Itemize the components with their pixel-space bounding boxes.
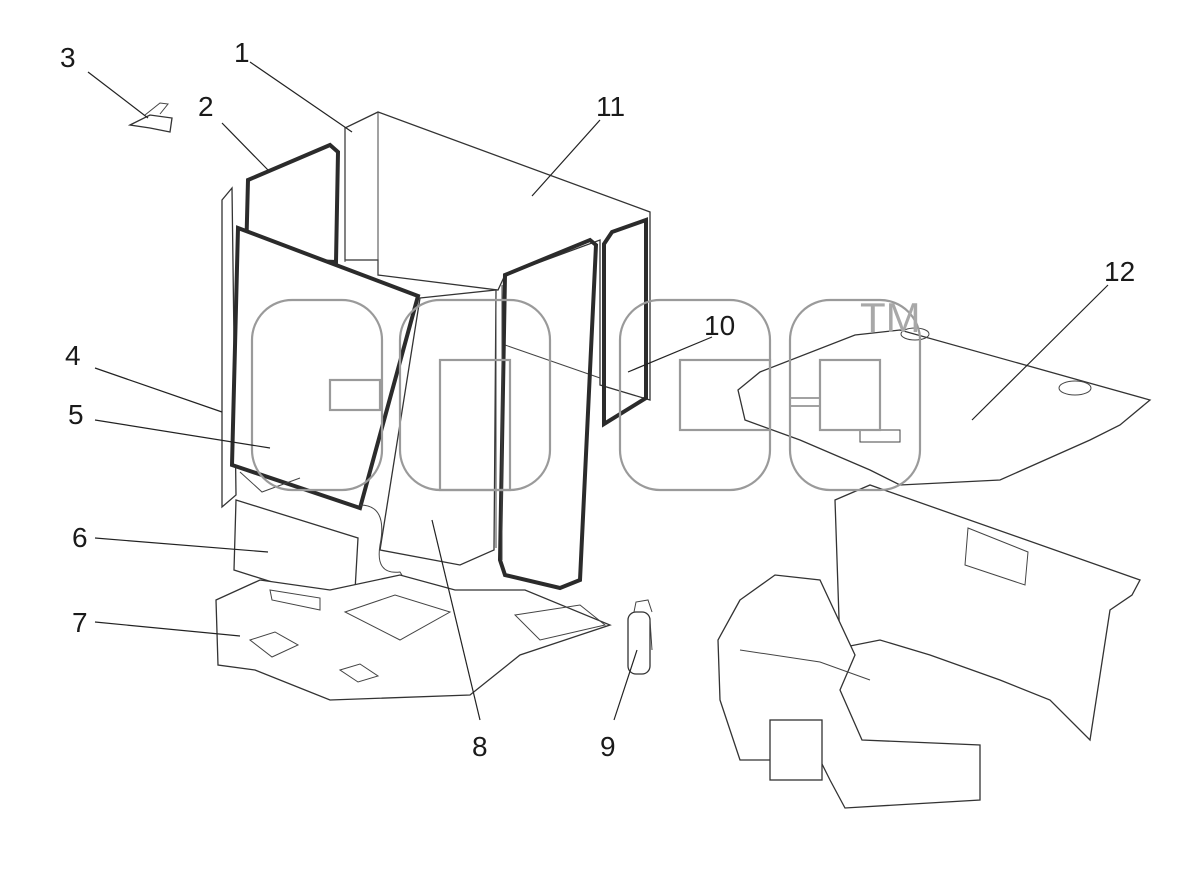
roof-panel: [737, 327, 1152, 486]
watermark-trademark: TM: [860, 294, 921, 341]
callout-6: 6: [72, 522, 88, 553]
callout-12: 12: [1104, 256, 1135, 287]
cab-shell: [344, 111, 651, 428]
callout-7: 7: [72, 607, 88, 638]
callout-10: 10: [704, 310, 735, 341]
callout-3: 3: [60, 42, 76, 73]
fire-extinguisher: [627, 599, 653, 675]
callout-8: 8: [472, 731, 488, 762]
hose-tube: [359, 504, 406, 581]
floor-mat: [215, 574, 612, 701]
right-door-panel: [379, 237, 599, 591]
callout-1: 1: [234, 37, 250, 68]
callout-labels: 1 2 3 4 5 6 7 8 9 10 11 12: [60, 37, 1135, 762]
callout-9: 9: [600, 731, 616, 762]
callout-11: 11: [596, 91, 625, 122]
mirror-bracket: [127, 102, 173, 133]
leader-lines: [87, 61, 1109, 721]
heater-unit: [717, 484, 1141, 809]
watermark-logo: TM: [250, 294, 922, 492]
front-glass-panel: [229, 225, 421, 511]
callout-5: 5: [68, 399, 84, 430]
callout-4: 4: [65, 340, 81, 371]
callout-2: 2: [198, 91, 214, 122]
